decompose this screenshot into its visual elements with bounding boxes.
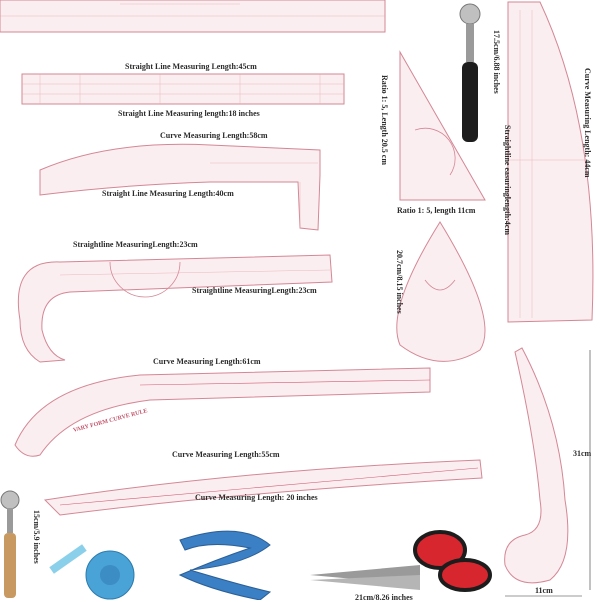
curve-ruler-58cm: [39, 143, 321, 231]
tracing-wheel-bottom: [0, 490, 20, 598]
straight-ruler-45cm: [21, 73, 345, 105]
label-scissors: 21cm/8.26 inches: [355, 593, 413, 602]
right-tall-curve-ruler: [507, 1, 594, 323]
scissors: [310, 530, 492, 592]
label-31cm: 31cm: [573, 449, 592, 458]
label-ratio-11cm: Ratio 1: 5, length 11cm: [397, 206, 476, 215]
vary-form-curve-ruler-61cm: [14, 367, 431, 457]
label-wheel-bottom: 15cm/5.9 inches: [32, 510, 41, 564]
label-straightline-right: Straightline easuringlength:4cm: [503, 125, 512, 235]
label-curve-44cm: Curve Measuring Length: 44cm: [583, 68, 592, 178]
tape-measure: [49, 544, 135, 600]
label-ratio-length: Ratio 1: 5, Length 20.5 cm: [380, 75, 389, 165]
label-curve-58cm: Curve Measuring Length:58cm: [160, 131, 268, 140]
triangle-ruler: [399, 50, 486, 201]
label-wheel-top: 17.5cm/6.88 inches: [492, 30, 501, 94]
label-curve-20in: Curve Measuring Length: 20 inches: [195, 493, 318, 502]
label-straightline-23cm-bottom: Straightline MeasuringLength:23cm: [192, 286, 317, 295]
label-straight-18in: Straight Line Measuring length:18 inches: [118, 109, 260, 118]
teardrop-ruler: [396, 221, 486, 362]
hip-curve-ruler-23cm: [17, 254, 333, 363]
label-straight-40cm: Straight Line Measuring Length:40cm: [102, 189, 234, 198]
label-straight-45cm: Straight Line Measuring Length:45cm: [125, 62, 257, 71]
label-curve-61cm: Curve Measuring Length:61cm: [153, 357, 261, 366]
label-teardrop: 20.7cm/8.15 inches: [395, 250, 404, 314]
flexible-curve-ruler: [178, 530, 272, 600]
label-11cm: 11cm: [535, 586, 553, 595]
top-long-ruler: [0, 0, 386, 33]
tracing-wheel-top: [459, 3, 481, 142]
long-curve-ruler-55cm: [43, 459, 483, 516]
label-curve-55cm: Curve Measuring Length:55cm: [172, 450, 280, 459]
french-curve-ruler: [504, 347, 569, 584]
label-straightline-23cm-top: Straightline MeasuringLength:23cm: [73, 240, 198, 249]
